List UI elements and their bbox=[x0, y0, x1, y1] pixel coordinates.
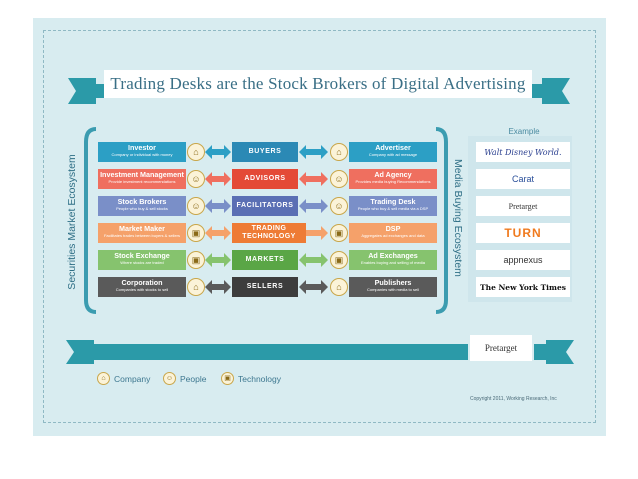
role-category-label: BUYERS bbox=[232, 142, 298, 162]
left-role-title: Investment Management bbox=[100, 170, 184, 179]
example-column-bg bbox=[468, 136, 572, 302]
right-role-title: DSP bbox=[385, 224, 401, 233]
role-category-label: ADVISORS bbox=[232, 169, 298, 189]
people-icon: ☺ bbox=[187, 170, 205, 188]
bidirectional-arrow bbox=[205, 172, 231, 186]
bottom-ribbon bbox=[66, 340, 574, 364]
left-role-title: Investor bbox=[128, 143, 156, 152]
left-role-title: Stock Brokers bbox=[117, 197, 167, 206]
people-icon: ☺ bbox=[163, 372, 176, 385]
right-role-title: Trading Desk bbox=[370, 197, 416, 206]
left-role-description: People who buy & sell stocks bbox=[116, 206, 168, 211]
left-role-description: Provide investment recommendations bbox=[108, 179, 176, 184]
left-role-description: Facilitates trades between buyers & sell… bbox=[103, 233, 181, 238]
legend-item: ☺ People bbox=[163, 372, 206, 385]
right-role-description: People who buy & sell media via a DSP bbox=[357, 206, 429, 211]
bidirectional-arrow bbox=[299, 280, 328, 294]
technology-icon: ▣ bbox=[187, 251, 205, 269]
left-role-description: Where stocks are traded bbox=[120, 260, 164, 265]
bidirectional-arrow bbox=[205, 199, 231, 213]
role-category-label: TRADING TECHNOLOGY bbox=[232, 223, 306, 243]
left-role-title: Market Maker bbox=[119, 224, 165, 233]
appnexus-logo: appnexus bbox=[476, 250, 570, 270]
row-arrows bbox=[205, 145, 328, 294]
bidirectional-arrow bbox=[299, 172, 328, 186]
legend-label: People bbox=[180, 373, 207, 384]
example-heading: Example bbox=[508, 127, 540, 136]
bidirectional-arrow bbox=[205, 280, 231, 294]
right-role-title: Ad Exchanges bbox=[368, 251, 418, 260]
legend-label: Technology bbox=[238, 373, 282, 384]
media-buying-ecosystem-label: Media Buying Ecosystem bbox=[452, 159, 464, 277]
bidirectional-arrow bbox=[205, 145, 231, 159]
bidirectional-arrow bbox=[299, 253, 328, 267]
copyright-text: Copyright 2011, Working Research, Inc bbox=[470, 396, 557, 402]
people-icon: ☺ bbox=[187, 197, 205, 215]
right-bracket bbox=[435, 127, 448, 314]
technology-icon: ▣ bbox=[187, 224, 205, 242]
right-role-description: Companies with media to sell bbox=[366, 287, 420, 292]
company-icon: ⌂ bbox=[187, 278, 205, 296]
company-icon: ⌂ bbox=[97, 372, 110, 385]
company-icon: ⌂ bbox=[330, 278, 348, 296]
bidirectional-arrow bbox=[299, 226, 328, 240]
technology-icon: ▣ bbox=[330, 224, 348, 242]
left-role-description: Companies with stocks to sell bbox=[115, 287, 169, 292]
technology-icon: ▣ bbox=[330, 251, 348, 269]
role-category-label: SELLERS bbox=[232, 277, 298, 297]
role-category-label: FACILITATORS bbox=[232, 196, 298, 216]
turn-logo: TURN bbox=[476, 223, 570, 243]
bidirectional-arrow bbox=[299, 199, 328, 213]
pretarget-logo: Pretarget bbox=[476, 196, 570, 216]
left-role-description: Company or individual with money bbox=[111, 152, 173, 157]
legend-label: Company bbox=[114, 373, 151, 384]
nyt-logo: The New York Times bbox=[476, 277, 570, 297]
right-role-title: Publishers bbox=[374, 278, 412, 287]
technology-icon: ▣ bbox=[221, 372, 234, 385]
company-icon: ⌂ bbox=[187, 143, 205, 161]
right-role-description: Provides media buying Recommendations bbox=[355, 179, 431, 184]
bidirectional-arrow bbox=[205, 253, 231, 267]
securities-ecosystem-label: Securities Market Ecosystem bbox=[66, 154, 78, 290]
legend-item: ⌂ Company bbox=[97, 372, 150, 385]
bidirectional-arrow bbox=[299, 145, 328, 159]
page-title: Trading Desks are the Stock Brokers of D… bbox=[104, 70, 532, 98]
dashed-border bbox=[43, 30, 596, 423]
people-icon: ☺ bbox=[330, 197, 348, 215]
people-icon: ☺ bbox=[330, 170, 348, 188]
right-role-title: Ad Agency bbox=[374, 170, 412, 179]
disney-logo: Walt Disney World. bbox=[476, 142, 570, 162]
right-role-description: Enables buying and selling of media bbox=[360, 260, 426, 265]
right-role-description: Company with ad message bbox=[368, 152, 418, 157]
left-role-title: Stock Exchange bbox=[114, 251, 170, 260]
right-role-title: Advertiser bbox=[375, 143, 411, 152]
company-icon: ⌂ bbox=[330, 143, 348, 161]
right-role-description: Aggregates ad exchanges and data bbox=[361, 233, 425, 238]
pretarget-logo-bottom: Pretarget bbox=[470, 335, 532, 361]
left-role-title: Corporation bbox=[121, 278, 163, 287]
bidirectional-arrow bbox=[205, 226, 231, 240]
carat-logo: Carat bbox=[476, 169, 570, 189]
left-bracket bbox=[84, 127, 97, 314]
legend-item: ▣ Technology bbox=[221, 372, 281, 385]
role-category-label: MARKETS bbox=[232, 250, 298, 270]
